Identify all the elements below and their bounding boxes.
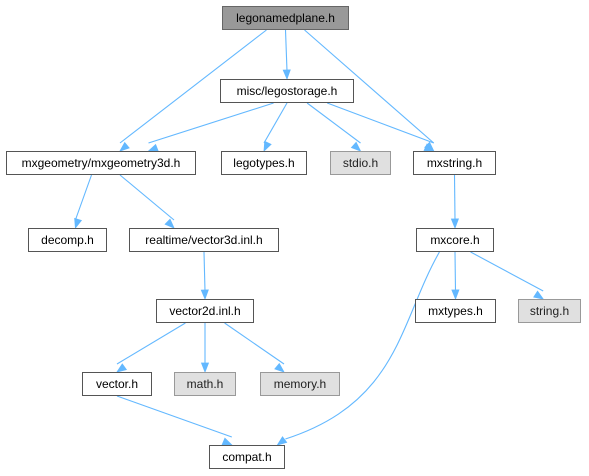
node-memory: memory.h bbox=[260, 372, 340, 396]
node-compat[interactable]: compat.h bbox=[209, 445, 285, 469]
node-legostorage[interactable]: misc/legostorage.h bbox=[220, 79, 354, 103]
node-stdio: stdio.h bbox=[330, 151, 391, 175]
node-string: string.h bbox=[518, 299, 581, 323]
edge-legonamedplane-to-mxgeometry3d bbox=[119, 29, 267, 144]
edge-mxgeometry3d-to-vector3dinl bbox=[119, 174, 175, 221]
node-decomp[interactable]: decomp.h bbox=[28, 228, 107, 252]
node-vector2d-inl[interactable]: vector2d.inl.h bbox=[156, 299, 254, 323]
edge-legostorage-to-mxstring bbox=[327, 102, 434, 144]
arrowhead-vector2dinl-to-math bbox=[200, 362, 210, 374]
edge-mxstring-to-mxcore bbox=[453, 174, 456, 221]
node-mxtypes[interactable]: mxtypes.h bbox=[415, 299, 496, 323]
arrowhead-vector-to-compat bbox=[221, 437, 233, 446]
edge-vector3dinl-to-vector2dinl bbox=[203, 251, 206, 292]
edge-mxcore-to-mxtypes bbox=[454, 251, 457, 292]
arrowhead-mxstring-to-mxcore bbox=[450, 218, 459, 230]
arrowhead-legonamedplane-to-mxgeometry3d bbox=[119, 141, 130, 152]
edge-mxcore-to-compat bbox=[285, 251, 440, 440]
arrowhead-legostorage-to-stdio bbox=[350, 141, 362, 152]
arrowhead-vector2dinl-to-vector bbox=[116, 363, 128, 373]
edge-mxgeometry3d-to-decomp bbox=[74, 174, 93, 221]
arrowhead-mxgeometry3d-to-decomp bbox=[74, 217, 83, 230]
node-vector[interactable]: vector.h bbox=[82, 372, 152, 396]
arrowhead-vector2dinl-to-memory bbox=[274, 362, 285, 373]
arrowhead-vector3dinl-to-vector2dinl bbox=[200, 289, 209, 301]
arrowhead-mxgeometry3d-to-vector3dinl bbox=[164, 218, 175, 229]
node-legonamedplane: legonamedplane.h bbox=[222, 6, 349, 30]
node-mxcore[interactable]: mxcore.h bbox=[416, 228, 494, 252]
edge-legostorage-to-mxgeometry3d bbox=[148, 102, 274, 144]
edge-vector2dinl-to-vector bbox=[116, 322, 186, 365]
arrowhead-legostorage-to-mxstring bbox=[423, 143, 435, 152]
arrowhead-legostorage-to-legotypes bbox=[263, 140, 272, 152]
edge-legonamedplane-to-legostorage bbox=[284, 29, 288, 72]
node-mxgeometry3d[interactable]: mxgeometry/mxgeometry3d.h bbox=[6, 151, 196, 175]
edge-legostorage-to-legotypes bbox=[263, 102, 288, 144]
edge-vector-to-compat bbox=[116, 395, 232, 438]
edge-mxcore-to-string bbox=[470, 251, 544, 292]
arrowhead-mxcore-to-string bbox=[533, 290, 545, 300]
node-legotypes[interactable]: legotypes.h bbox=[221, 151, 307, 175]
arrowhead-mxcore-to-mxtypes bbox=[451, 289, 460, 301]
edge-legonamedplane-to-mxstring bbox=[304, 29, 435, 144]
edge-vector2dinl-to-memory bbox=[224, 322, 285, 365]
node-mxstring[interactable]: mxstring.h bbox=[413, 151, 496, 175]
arrowhead-legonamedplane-to-legostorage bbox=[282, 69, 291, 81]
node-math: math.h bbox=[174, 372, 236, 396]
edge-legostorage-to-stdio bbox=[306, 102, 361, 144]
arrowhead-mxcore-to-compat bbox=[276, 436, 288, 446]
node-vector3d-inl[interactable]: realtime/vector3d.inl.h bbox=[129, 228, 279, 252]
